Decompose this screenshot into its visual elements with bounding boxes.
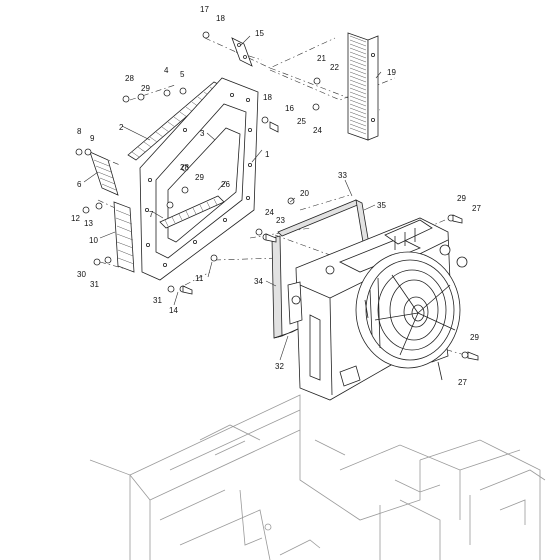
callout-23: 23 xyxy=(276,216,285,225)
callout-27: 27 xyxy=(458,378,467,387)
callout-24: 24 xyxy=(313,126,322,135)
callout-4: 4 xyxy=(164,66,169,75)
callout-28: 28 xyxy=(125,74,134,83)
callout-24: 24 xyxy=(265,208,274,217)
callout-33: 33 xyxy=(338,171,347,180)
fan-assembly xyxy=(355,251,461,369)
callout-8: 8 xyxy=(77,127,82,136)
callout-3: 3 xyxy=(200,129,205,138)
mesh-panel-19 xyxy=(347,32,379,141)
callout-2: 2 xyxy=(119,123,124,132)
callout-10: 10 xyxy=(89,236,98,245)
callout-29: 29 xyxy=(195,173,204,182)
bracket-15 xyxy=(231,37,253,67)
callout-5: 5 xyxy=(180,70,185,79)
fasteners xyxy=(75,31,479,361)
callout-6: 6 xyxy=(77,180,82,189)
mesh-strip-6 xyxy=(89,151,119,196)
callout-28: 28 xyxy=(180,163,189,172)
callout-31: 31 xyxy=(90,280,99,289)
callout-11: 11 xyxy=(195,274,204,283)
gasket-33 xyxy=(277,199,371,251)
callout-7: 7 xyxy=(149,210,154,219)
callout-1: 1 xyxy=(265,150,270,159)
callout-18: 18 xyxy=(216,14,225,23)
callout-labels: 1 2 3 4 5 6 7 8 9 10 11 12 13 14 15 16 1… xyxy=(71,5,481,387)
callout-16: 16 xyxy=(285,104,294,113)
mesh-strip-26 xyxy=(159,195,225,229)
leader-lines xyxy=(83,35,382,361)
callout-13: 13 xyxy=(84,219,93,228)
callout-18: 18 xyxy=(263,93,272,102)
callout-14: 14 xyxy=(169,306,178,315)
callout-27: 27 xyxy=(472,204,481,213)
callout-29: 29 xyxy=(470,333,479,342)
callout-21: 21 xyxy=(317,54,326,63)
callout-35: 35 xyxy=(377,201,386,210)
callout-22: 22 xyxy=(330,63,339,72)
callout-26: 26 xyxy=(221,180,230,189)
callout-25: 25 xyxy=(297,117,306,126)
mesh-panel-10 xyxy=(113,201,135,273)
callout-9: 9 xyxy=(90,134,95,143)
callout-20: 20 xyxy=(300,189,309,198)
callout-34: 34 xyxy=(254,277,263,286)
callout-12: 12 xyxy=(71,214,80,223)
callout-29: 29 xyxy=(457,194,466,203)
callout-30: 30 xyxy=(77,270,86,279)
callout-32: 32 xyxy=(275,362,284,371)
callout-29: 29 xyxy=(141,84,150,93)
gasket-34 xyxy=(271,235,301,339)
callout-19: 19 xyxy=(387,68,396,77)
callout-17: 17 xyxy=(200,5,209,14)
callout-15: 15 xyxy=(255,29,264,38)
callout-31: 31 xyxy=(153,296,162,305)
machine-frame xyxy=(89,394,546,560)
